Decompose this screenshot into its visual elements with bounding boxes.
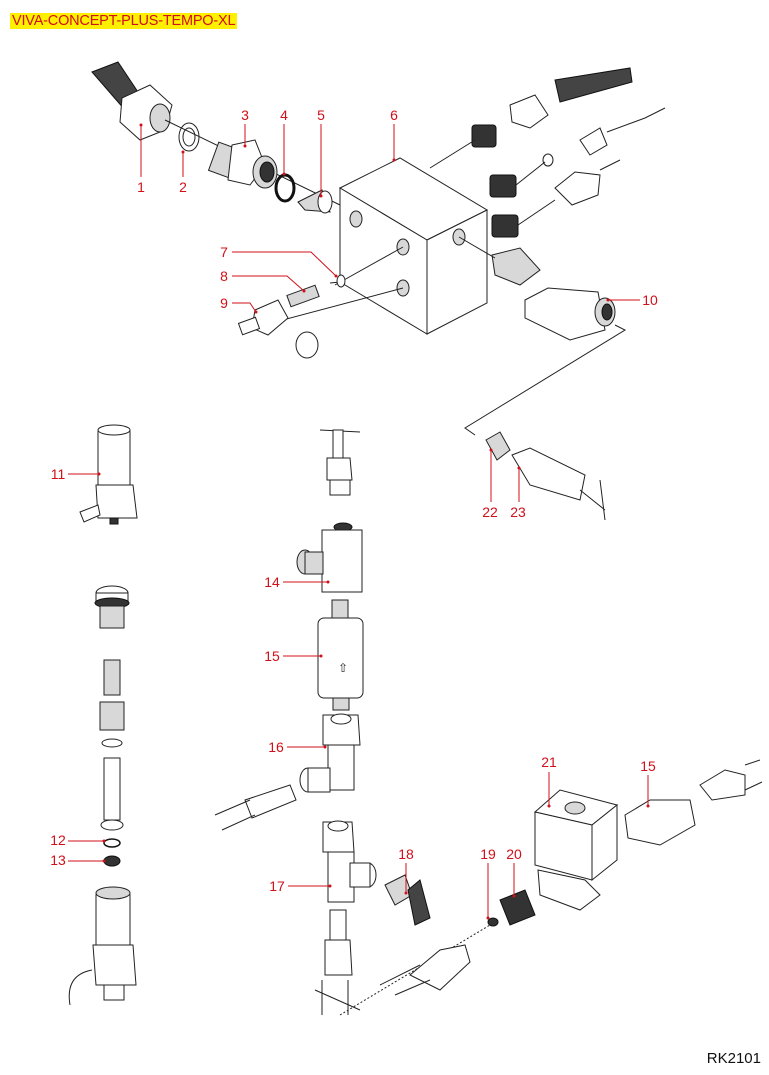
part-3-fitting xyxy=(207,139,278,189)
part-10-ball-valve xyxy=(524,287,616,341)
svg-text:15: 15 xyxy=(264,648,280,664)
svg-text:8: 8 xyxy=(220,268,228,284)
part-18-braided-hose xyxy=(384,874,431,926)
callout-8: 8 xyxy=(220,268,306,293)
svg-text:2: 2 xyxy=(179,179,187,195)
svg-text:13: 13 xyxy=(50,852,66,868)
callout-7: 7 xyxy=(220,244,338,278)
callout-14: 14 xyxy=(264,574,330,590)
part-6-distribution-block xyxy=(338,157,489,335)
lower-left-valve-body xyxy=(68,886,137,1006)
lower-tube-fitting xyxy=(379,944,471,996)
callout-22: 22 xyxy=(482,448,498,520)
callout-10: 10 xyxy=(606,292,658,308)
part-12-o-ring xyxy=(103,838,121,848)
svg-text:17: 17 xyxy=(269,878,285,894)
part-22-nozzle xyxy=(485,431,511,461)
part-5-filter-cone xyxy=(297,189,333,214)
block-plug xyxy=(295,331,319,359)
right-fittings xyxy=(429,67,666,286)
svg-text:21: 21 xyxy=(541,754,557,770)
svg-text:7: 7 xyxy=(220,244,228,260)
part-17-tee-fitting xyxy=(314,820,377,1015)
svg-text:4: 4 xyxy=(280,107,288,123)
part-9-hose-barb-fitting xyxy=(237,299,289,336)
callout-15-right: 15 xyxy=(640,758,656,808)
svg-text:18: 18 xyxy=(398,846,414,862)
part-15-check-valve-right xyxy=(624,759,763,846)
part-8-valve-spring xyxy=(286,284,320,308)
middle-left-tube xyxy=(214,784,297,831)
callout-9: 9 xyxy=(220,295,258,314)
svg-text:3: 3 xyxy=(241,107,249,123)
part-14-tee-fitting xyxy=(296,522,363,593)
connector-line-10-22 xyxy=(464,324,627,436)
part-23-tube-fitting xyxy=(511,447,606,521)
callout-15-left: 15 xyxy=(264,648,323,664)
svg-text:⇧: ⇧ xyxy=(338,661,348,675)
callout-21: 21 xyxy=(541,754,557,808)
svg-text:10: 10 xyxy=(642,292,658,308)
middle-tube-top xyxy=(319,429,361,496)
svg-text:23: 23 xyxy=(510,504,526,520)
svg-text:6: 6 xyxy=(390,107,398,123)
callout-16: 16 xyxy=(268,739,327,755)
axis-line-valve xyxy=(334,246,404,286)
part-11-pressure-valve xyxy=(79,424,138,525)
part-7-o-ring-small xyxy=(336,274,346,288)
svg-text:22: 22 xyxy=(482,504,498,520)
dashed-connector xyxy=(339,924,491,1016)
svg-text:1: 1 xyxy=(137,179,145,195)
part-1-hose-nut xyxy=(119,84,173,141)
svg-text:16: 16 xyxy=(268,739,284,755)
callout-11: 11 xyxy=(51,466,101,482)
left-valve-stack xyxy=(94,585,130,831)
callout-13: 13 xyxy=(50,852,106,868)
callout-20: 20 xyxy=(506,846,522,898)
callout-23: 23 xyxy=(510,466,526,520)
svg-text:11: 11 xyxy=(51,466,66,482)
part-13-seal xyxy=(103,855,121,867)
part-4-o-ring xyxy=(274,173,296,203)
callout-12: 12 xyxy=(50,832,106,848)
callout-3: 3 xyxy=(241,107,249,148)
callout-1: 1 xyxy=(137,123,145,195)
callout-17: 17 xyxy=(269,878,332,894)
svg-text:12: 12 xyxy=(50,832,66,848)
part-19-washer xyxy=(487,917,499,927)
diagram-title: VIVA-CONCEPT-PLUS-TEMPO-XL xyxy=(10,13,238,29)
part-20-fitting xyxy=(499,889,536,926)
svg-text:19: 19 xyxy=(480,846,496,862)
svg-text:20: 20 xyxy=(506,846,522,862)
callout-19: 19 xyxy=(480,846,496,920)
svg-text:15: 15 xyxy=(640,758,656,774)
callout-6: 6 xyxy=(390,107,398,162)
svg-text:5: 5 xyxy=(317,107,325,123)
part-2-washer xyxy=(178,122,200,152)
svg-text:14: 14 xyxy=(264,574,280,590)
part-15-check-valve: ⇧ xyxy=(317,599,364,711)
callout-4: 4 xyxy=(280,107,288,176)
callout-2: 2 xyxy=(179,150,187,195)
svg-text:9: 9 xyxy=(220,295,228,311)
part-21-solenoid-valve xyxy=(533,789,619,911)
part-16-tee-fitting xyxy=(299,713,361,793)
callout-18: 18 xyxy=(398,846,414,895)
callout-5: 5 xyxy=(317,107,325,198)
reference-code: RK2101 xyxy=(706,1050,761,1067)
